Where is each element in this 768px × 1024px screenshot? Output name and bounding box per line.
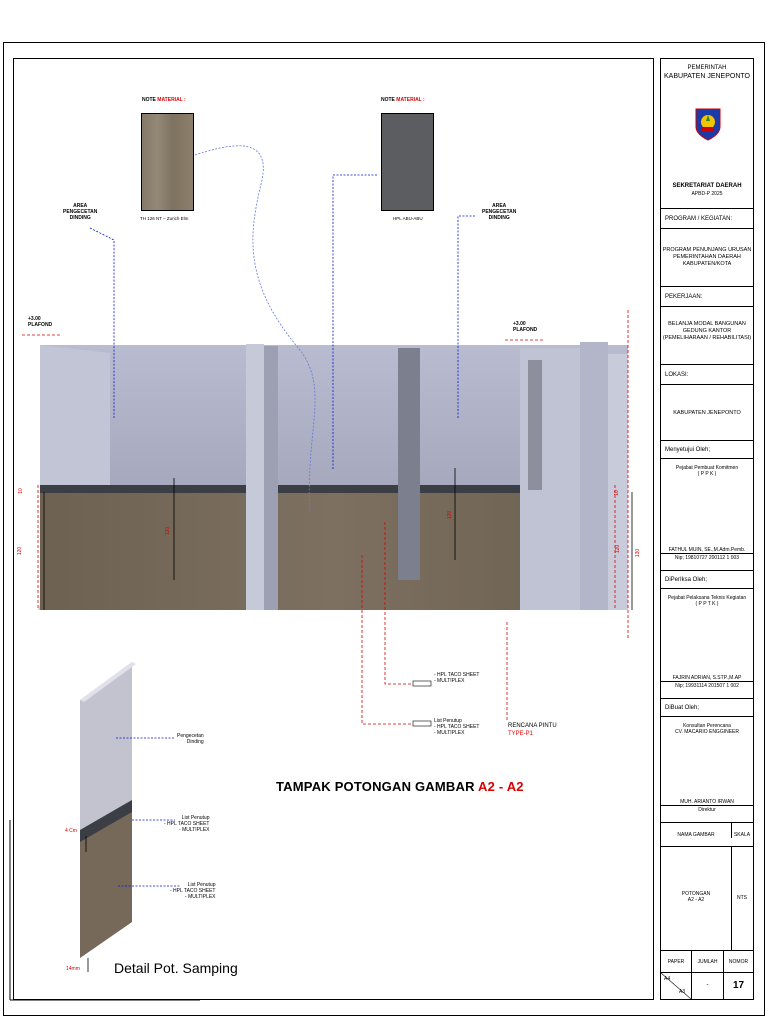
detail-14mm: 14mm xyxy=(66,966,80,972)
detail-list2-label: List Penutup- HPL TACO SHEET- MULTIPLEX xyxy=(170,882,216,900)
title-block: PEMERINTAH KABUPATEN JENEPONTO SEKRETARI… xyxy=(660,58,754,1000)
tb-gov1: PEMERINTAH xyxy=(687,65,727,71)
tb-location: KABUPATEN JENEPONTO xyxy=(661,385,753,441)
note-material-2: NOTE MATERIAL : xyxy=(381,97,425,103)
detail-4cm: 4 Cm xyxy=(65,828,77,834)
callout-hpl-2: List Penutup- HPL TACO SHEET- MULTIPLEX xyxy=(434,718,480,736)
tb-header: PEMERINTAH KABUPATEN JENEPONTO SEKRETARI… xyxy=(661,59,753,209)
regency-emblem-icon xyxy=(695,108,721,141)
swatch1-label: TH 126 NT – Zurich Elm xyxy=(140,216,189,221)
dim-right-120: 120 xyxy=(615,544,622,554)
swatch-hpl-grey xyxy=(381,113,434,211)
dim-right-130: 130 xyxy=(635,548,642,558)
tb-work-label-row: PEKERJAAN: xyxy=(661,287,753,307)
note-material-1: NOTE MATERIAL : xyxy=(142,97,186,103)
swatch2-label: HPL ABU-ABU xyxy=(393,216,423,221)
tb-budget: APBD-P 2025 xyxy=(691,191,723,197)
dim-mid-120a: 120 xyxy=(165,526,172,536)
tb-gov2: KABUPATEN JENEPONTO xyxy=(664,73,750,80)
tb-paper-header: PAPER JUMLAH NOMOR xyxy=(661,951,753,973)
tb-approved-label-row: Menyetujui Oleh; xyxy=(661,441,753,459)
tb-location-label-row: LOKASI: xyxy=(661,365,753,385)
tb-program-label-row: PROGRAM / KEGIATAN: xyxy=(661,209,753,229)
tb-made-label-row: DiBuat Oleh; xyxy=(661,699,753,717)
tb-paper-values: A4 A3 - 17 xyxy=(661,973,753,999)
detail-title: Detail Pot. Samping xyxy=(114,960,238,976)
sheet-border xyxy=(3,42,765,1016)
detail-list1-label: List Penutup- HPL TACO SHEET- MULTIPLEX xyxy=(164,815,210,833)
dim-right-10: 10 xyxy=(613,490,620,496)
tb-secretariat: SEKRETARIAT DAERAH xyxy=(672,183,742,189)
tb-name-scale-header: NAMA GAMBAR SKALA xyxy=(661,823,753,847)
dim-left-120: 120 xyxy=(17,546,24,556)
dim-left-10: 10 xyxy=(17,488,24,494)
drawing-title: TAMPAK POTONGAN GAMBAR A2 - A2 xyxy=(276,779,524,794)
swatch-zurich-elm xyxy=(141,113,194,211)
tb-ppk: Pejabat Pembuat Komitmen( P P K ) FATHUL… xyxy=(661,459,753,571)
tb-pptk: Pejabat Pelaksana Teknis Kegiatan( P P T… xyxy=(661,589,753,699)
dim-mid-120b: 120 xyxy=(447,510,454,520)
drawing-frame xyxy=(13,58,654,1000)
callout-hpl-1: - HPL TACO SHEET- MULTIPLEX xyxy=(434,672,480,684)
tb-checked-label-row: DiPerIksa Oleh; xyxy=(661,571,753,589)
